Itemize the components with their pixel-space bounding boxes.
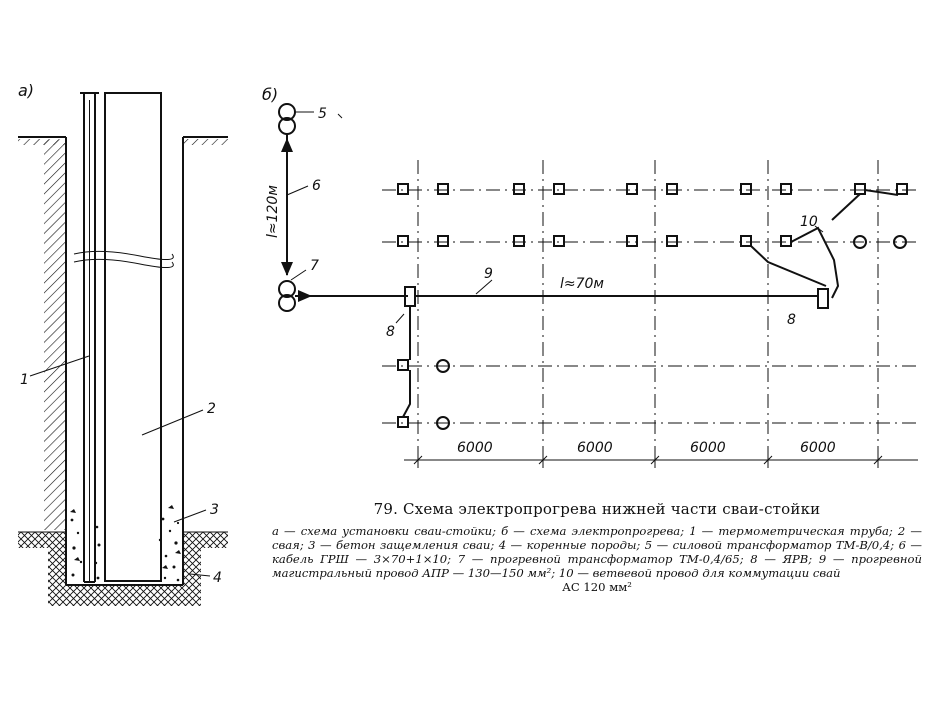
callout-4: 4 <box>213 570 222 586</box>
pile-square <box>397 183 409 195</box>
pile-square <box>740 183 752 195</box>
caption-legend: а — схема установки сваи-стойки; б — схе… <box>272 524 922 580</box>
pile-circle <box>436 359 450 373</box>
power-transformer-5: 5 <box>278 103 343 135</box>
panel-a-pile-installation: а) <box>18 81 228 606</box>
pile-circle <box>436 416 450 430</box>
span-2: 6000 <box>577 440 613 456</box>
num-5: 5 <box>318 106 327 122</box>
pile-square <box>896 183 908 195</box>
figure-caption: 79. Схема электропрогрева нижней части с… <box>272 500 922 594</box>
dimension-line: 6000 6000 6000 6000 <box>404 440 918 468</box>
num-9: 9 <box>484 266 493 282</box>
pile-square <box>666 183 678 195</box>
pile-square <box>397 416 409 428</box>
pile-square <box>437 183 449 195</box>
pile-square <box>626 183 638 195</box>
unheated-piles <box>436 235 907 430</box>
pile-square <box>397 235 409 247</box>
borehole-wall <box>44 137 184 586</box>
panel-b-heating-scheme: б) 5 l≈120м 6 7 <box>262 85 918 470</box>
num-8-left: 8 <box>386 324 395 340</box>
main-length-label: l≈70м <box>560 276 604 292</box>
panel-a-label: а) <box>18 81 34 100</box>
cable-6: l≈120м 6 <box>265 134 321 276</box>
pile-square <box>666 235 678 247</box>
pile-square <box>397 359 409 371</box>
heated-piles <box>397 183 908 428</box>
callout-3: 3 <box>210 502 219 518</box>
bedrock-layer <box>18 531 228 606</box>
panel-b-label: б) <box>262 85 278 104</box>
num-7: 7 <box>310 258 319 274</box>
main-wire-9: 9 l≈70м <box>295 266 818 297</box>
callouts-panel-a: 1 2 3 4 <box>20 355 222 586</box>
pile-circle <box>893 235 907 249</box>
caption-title: 79. Схема электропрогрева нижней части с… <box>373 500 821 518</box>
left-branch-wire <box>402 306 411 418</box>
cable-length-label: l≈120м <box>265 185 281 238</box>
callout-1: 1 <box>20 372 29 388</box>
pile-square <box>626 235 638 247</box>
thermometric-tube <box>80 92 99 583</box>
pile-square <box>780 183 792 195</box>
pile-square <box>437 235 449 247</box>
caption-legend-end: АС 120 мм² <box>562 580 632 594</box>
break-line <box>73 250 174 268</box>
pile-square <box>740 235 752 247</box>
concrete-fill <box>70 505 181 582</box>
num-8-right: 8 <box>787 312 796 328</box>
span-4: 6000 <box>800 440 836 456</box>
branch-wire-10: 10 <box>750 189 899 299</box>
num-6: 6 <box>312 178 321 194</box>
pile-square <box>854 183 866 195</box>
span-1: 6000 <box>457 440 493 456</box>
pile-circle <box>853 235 867 249</box>
distribution-box-8-right: 8 <box>787 288 829 328</box>
ground-surface <box>18 136 228 145</box>
span-3: 6000 <box>690 440 726 456</box>
pile-square <box>780 235 792 247</box>
pile-body <box>104 92 162 582</box>
grid-axes <box>382 160 918 470</box>
pile-square <box>513 235 525 247</box>
pile-square <box>553 183 565 195</box>
pile-square <box>513 183 525 195</box>
callout-2: 2 <box>207 401 216 417</box>
num-10: 10 <box>800 214 818 230</box>
pile-square <box>553 235 565 247</box>
